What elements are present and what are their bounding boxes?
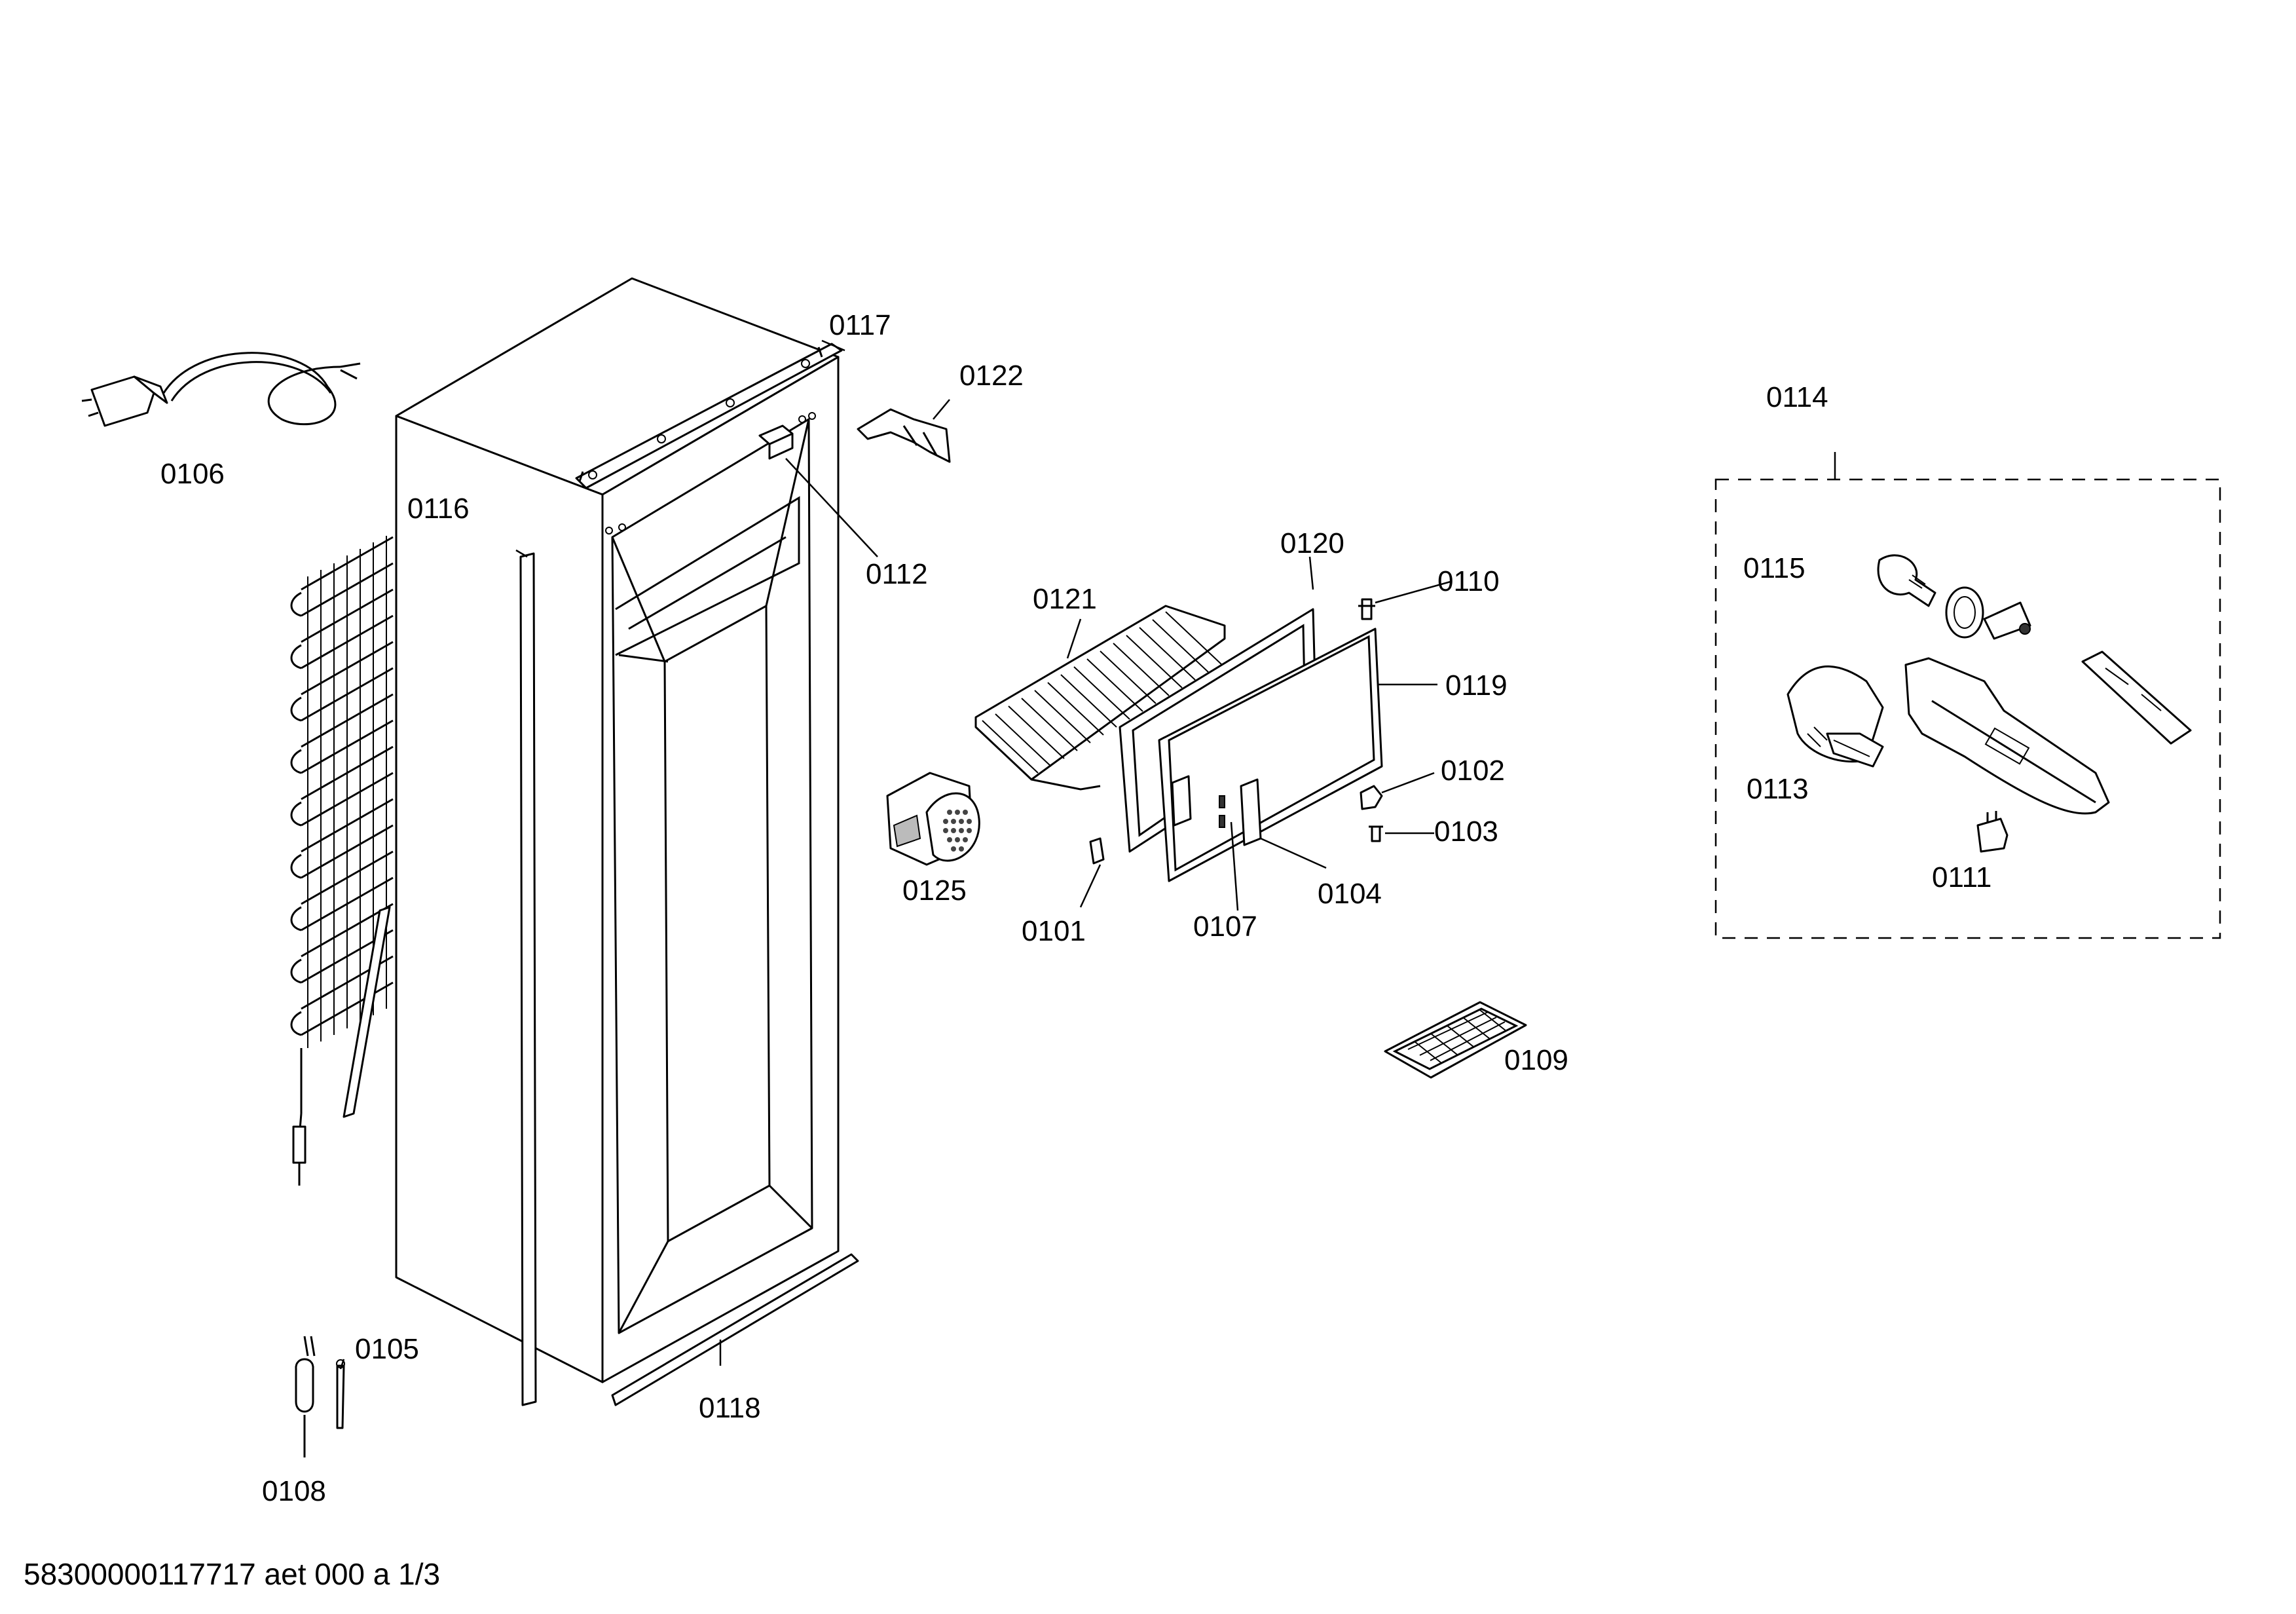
part-label-0113: 0113 (1747, 773, 1809, 805)
part-label-0105: 0105 (355, 1333, 419, 1365)
part-label-0108: 0108 (262, 1475, 326, 1507)
condenser-drawing (290, 536, 394, 1186)
bracket-drawing (857, 408, 951, 463)
part-label-0114: 0114 (1766, 381, 1828, 413)
sensor-drawing (295, 1336, 345, 1457)
document-footer-id: 58300000117717 aet 000 a 1/3 (24, 1557, 441, 1591)
part-label-0118: 0118 (699, 1392, 761, 1424)
ice-tray-drawing (1384, 1001, 1527, 1079)
part-label-0103: 0103 (1434, 816, 1498, 848)
gasket-strip-drawing (519, 552, 537, 1406)
part-label-0112: 0112 (866, 558, 928, 590)
leader-lines (339, 339, 1836, 1370)
part-label-0116: 0116 (407, 493, 470, 525)
cabinet-body-drawing (395, 277, 840, 1383)
small-pad-drawing (1089, 837, 1105, 865)
wire-shelf-drawing (974, 605, 1226, 791)
part-label-0117: 0117 (829, 309, 891, 341)
part-label-0122: 0122 (959, 360, 1024, 392)
part-label-0120: 0120 (1280, 527, 1344, 559)
part-label-0115: 0115 (1743, 552, 1805, 584)
part-label-0101: 0101 (1022, 915, 1086, 947)
top-rail-drawing (575, 343, 843, 489)
part-label-0125: 0125 (902, 874, 967, 907)
hinge-clip-drawing (1360, 785, 1383, 810)
part-label-0109: 0109 (1504, 1044, 1568, 1076)
fan-cover-drawing (886, 772, 980, 866)
small-block-drawing (758, 424, 794, 460)
power-cord-drawing (81, 352, 361, 427)
light-assembly-box (1714, 478, 2221, 939)
bottom-strip-drawing (611, 1253, 859, 1406)
part-label-0110: 0110 (1437, 565, 1500, 597)
screw-drawing (1369, 825, 1383, 842)
part-label-0111: 0111 (1932, 861, 1992, 893)
part-label-0102: 0102 (1441, 755, 1505, 787)
door-panel-drawing (1158, 628, 1383, 882)
part-label-0121: 0121 (1033, 583, 1097, 615)
part-label-0104: 0104 (1318, 878, 1382, 910)
part-label-0107: 0107 (1193, 910, 1257, 943)
part-label-0119: 0119 (1445, 669, 1508, 702)
pin-drawing (1358, 598, 1375, 620)
part-label-0106: 0106 (160, 458, 225, 490)
light-assembly-drawing (1787, 554, 2192, 853)
